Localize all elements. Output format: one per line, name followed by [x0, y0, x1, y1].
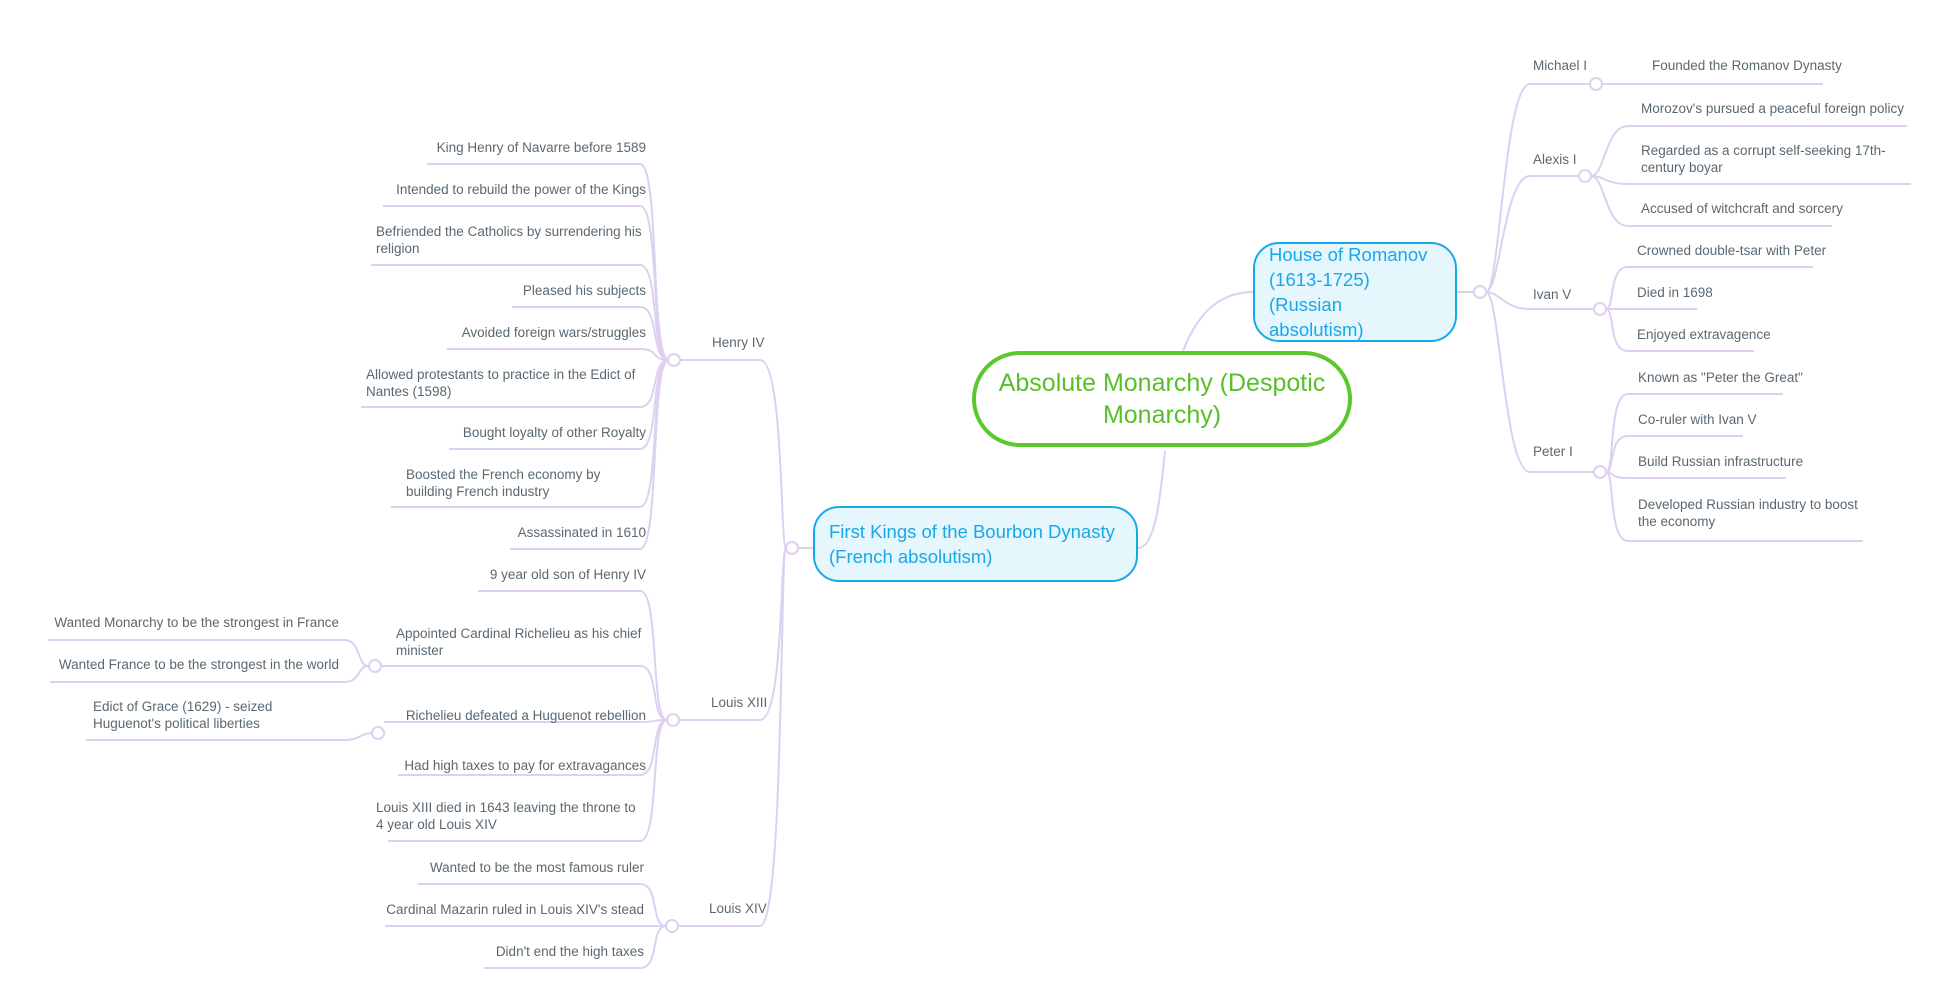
node-louis-xiii-item[interactable]: Richelieu defeated a Huguenot rebellion — [405, 708, 646, 723]
bourbon-node-label: First Kings of the Bourbon Dynasty (Fren… — [829, 521, 1115, 567]
node-louis-xiv-item[interactable]: Wanted to be the most famous ruler — [429, 860, 644, 875]
node-louis-xiii-item[interactable]: Appointed Cardinal Richelieu as his chie… — [396, 626, 642, 658]
node-alexis-i[interactable]: Alexis I — [1533, 152, 1577, 167]
node-michael-item[interactable]: Founded the Romanov Dynasty — [1652, 58, 1842, 73]
node-louis-xiii[interactable]: Louis XIII — [711, 695, 768, 710]
romanov-node-label: House of Romanov (1613-1725) (Russian ab… — [1269, 244, 1428, 340]
node-henry-item[interactable]: Intended to rebuild the power of the Kin… — [396, 182, 646, 197]
node-peter-item[interactable]: Build Russian infrastructure — [1638, 454, 1804, 469]
node-henry-iv[interactable]: Henry IV — [712, 335, 765, 350]
node-ivan-item[interactable]: Crowned double-tsar with Peter — [1637, 243, 1827, 258]
node-henry-item[interactable]: Avoided foreign wars/struggles — [461, 325, 646, 340]
node-ivan-item[interactable]: Enjoyed extravagence — [1637, 327, 1771, 342]
bourbon-node[interactable]: First Kings of the Bourbon Dynasty (Fren… — [813, 506, 1138, 582]
node-alexis-item[interactable]: Regarded as a corrupt self-seeking 17th-… — [1641, 143, 1886, 175]
node-henry-item[interactable]: Bought loyalty of other Royalty — [462, 425, 646, 440]
root-node[interactable]: Absolute Monarchy (Despotic Monarchy) — [972, 351, 1352, 447]
node-louis-xiv-item[interactable]: Didn't end the high taxes — [495, 944, 644, 959]
node-peter-item[interactable]: Known as "Peter the Great" — [1638, 370, 1803, 385]
node-henry-item[interactable]: King Henry of Navarre before 1589 — [436, 140, 646, 155]
node-peter-item[interactable]: Co-ruler with Ivan V — [1638, 412, 1757, 427]
node-louis-xiii-item[interactable]: Had high taxes to pay for extravagances — [404, 758, 646, 773]
node-richelieu-sub[interactable]: Wanted France to be the strongest in the… — [58, 657, 339, 672]
node-alexis-item[interactable]: Accused of witchcraft and sorcery — [1641, 201, 1843, 216]
node-louis-xiv-item[interactable]: Cardinal Mazarin ruled in Louis XIV's st… — [386, 902, 644, 917]
node-edict-sub[interactable]: Edict of Grace (1629) - seized Huguenot'… — [93, 699, 273, 731]
node-peter-i[interactable]: Peter I — [1533, 444, 1573, 459]
node-louis-xiii-item[interactable]: 9 year old son of Henry IV — [489, 567, 646, 582]
node-henry-item[interactable]: Assassinated in 1610 — [517, 525, 646, 540]
node-ivan-v[interactable]: Ivan V — [1533, 287, 1572, 302]
node-peter-item[interactable]: Developed Russian industry to boost the … — [1638, 497, 1858, 529]
node-richelieu-sub[interactable]: Wanted Monarchy to be the strongest in F… — [54, 615, 339, 630]
node-ivan-item[interactable]: Died in 1698 — [1637, 285, 1713, 300]
node-henry-item[interactable]: Boosted the French economy by building F… — [406, 467, 601, 499]
node-henry-item[interactable]: Allowed protestants to practice in the E… — [366, 367, 636, 399]
node-henry-item[interactable]: Befriended the Catholics by surrendering… — [376, 224, 642, 256]
root-node-label: Absolute Monarchy (Despotic Monarchy) — [998, 369, 1326, 429]
node-michael-i[interactable]: Michael I — [1533, 58, 1588, 73]
node-henry-item[interactable]: Pleased his subjects — [522, 283, 646, 298]
node-alexis-item[interactable]: Morozov's pursued a peaceful foreign pol… — [1641, 101, 1904, 116]
romanov-node[interactable]: House of Romanov (1613-1725) (Russian ab… — [1253, 242, 1457, 342]
node-louis-xiv[interactable]: Louis XIV — [709, 901, 767, 916]
node-louis-xiii-item[interactable]: Louis XIII died in 1643 leaving the thro… — [376, 800, 636, 832]
